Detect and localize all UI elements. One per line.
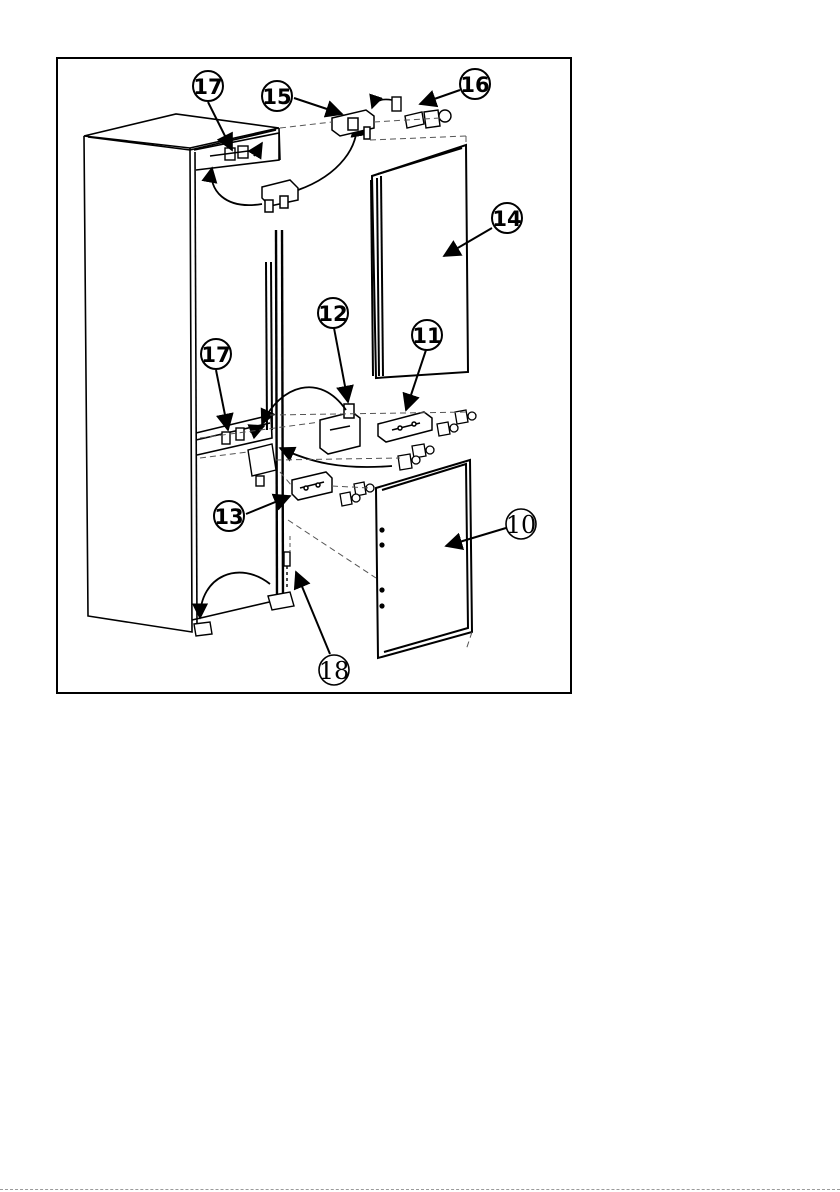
- hinge-plate-11: [378, 412, 432, 442]
- svg-text:15: 15: [262, 85, 291, 109]
- page-bottom-rule: [0, 1189, 840, 1190]
- svg-text:13: 13: [214, 505, 243, 529]
- callout-14: 14: [492, 203, 522, 233]
- svg-text:17: 17: [201, 343, 230, 367]
- callout-18: 18: [319, 655, 350, 685]
- svg-text:10: 10: [506, 511, 537, 539]
- svg-text:18: 18: [319, 657, 350, 685]
- callout-10: 10: [506, 509, 537, 539]
- callout-15: 15: [262, 81, 292, 111]
- lower-hinge-13: [292, 472, 332, 500]
- svg-text:14: 14: [492, 207, 521, 231]
- middle-hinge-12: [320, 404, 360, 454]
- middle-hinge-cabinet: [222, 428, 276, 486]
- bottom-foot: [194, 622, 212, 636]
- callout-16: 16: [460, 69, 490, 99]
- screw-16: [392, 97, 451, 128]
- lower-hinge-screws: [340, 482, 374, 506]
- top-hinge-15: [332, 110, 374, 139]
- refrigerator-cabinet: [84, 114, 283, 632]
- top-hinge-cabinet: [210, 146, 256, 160]
- lower-door-10: [376, 460, 472, 658]
- bottom-pin-18: [268, 552, 294, 610]
- lower-door-alignment-lines: [288, 520, 472, 650]
- callout-11: 11: [412, 320, 442, 350]
- svg-text:12: 12: [318, 302, 347, 326]
- svg-text:17: 17: [193, 75, 222, 99]
- svg-text:16: 16: [460, 73, 489, 97]
- svg-text:11: 11: [412, 324, 441, 348]
- callout-17-mid: 17: [201, 339, 231, 369]
- bottom-swap-arrow: [200, 573, 270, 618]
- hinge-rotate-arrow: [372, 99, 392, 108]
- callout-17-top: 17: [193, 71, 223, 101]
- diagram-frame: [57, 58, 571, 693]
- callout-12: 12: [318, 298, 348, 328]
- callout-13: 13: [214, 501, 244, 531]
- top-hinge-bracket-removed: [262, 180, 298, 212]
